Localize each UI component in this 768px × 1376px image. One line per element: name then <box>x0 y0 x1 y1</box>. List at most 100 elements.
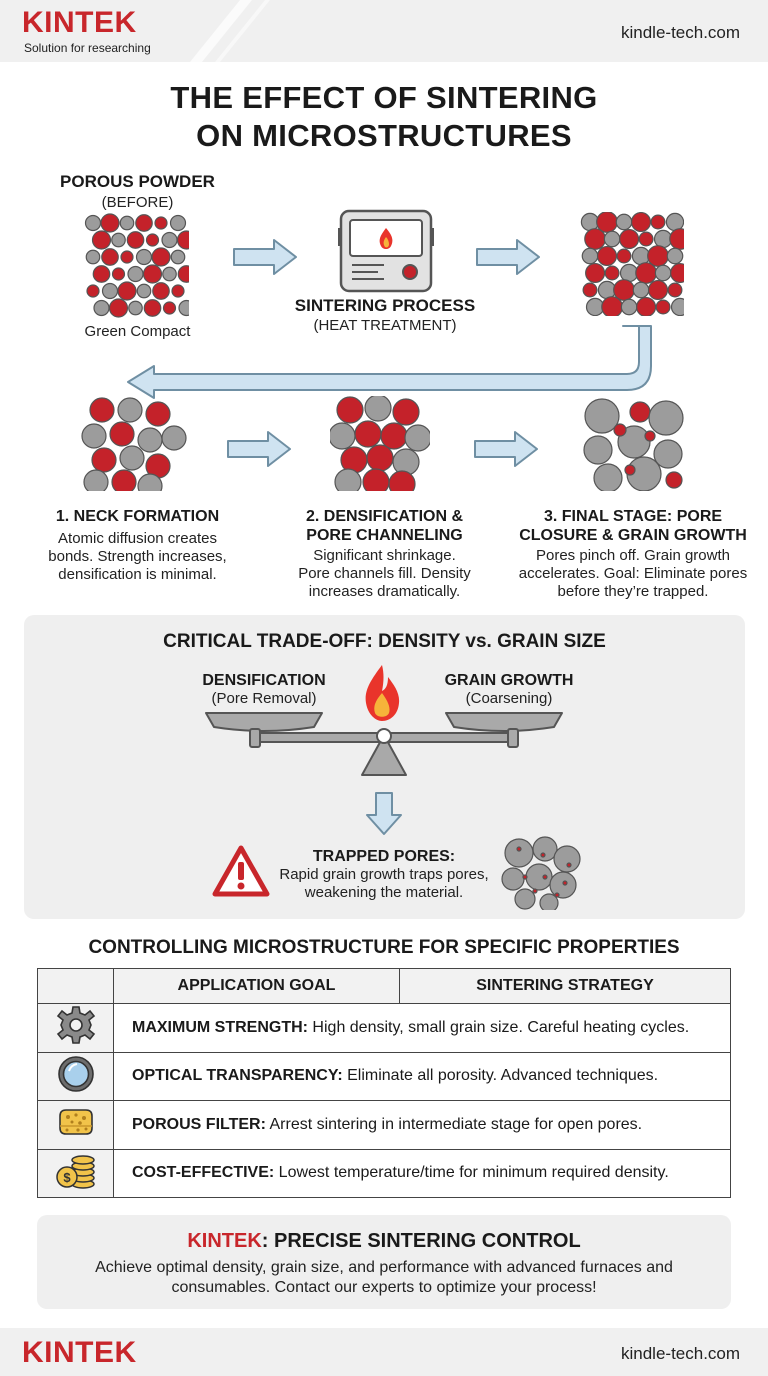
particle <box>145 401 171 427</box>
stage2-desc-line2: Pore channels fill. Density <box>298 565 471 582</box>
sintering-process-title: SINTERING PROCESS <box>294 296 476 315</box>
table-icon-cell <box>37 1051 114 1101</box>
densification-label: DENSIFICATION <box>202 672 326 689</box>
particle <box>601 296 624 316</box>
stage2-desc-line3: increases dramatically. <box>308 583 461 600</box>
header-site-link[interactable]: kindle-tech.com <box>621 23 741 42</box>
trapped-pore <box>540 852 546 858</box>
table-row-text: COST-EFFECTIVE: Lowest temperature/time … <box>113 1148 731 1198</box>
before-subtitle: (BEFORE) <box>101 194 174 211</box>
particle <box>584 228 607 250</box>
trapped-pore <box>562 880 568 886</box>
footer-kintek-logo[interactable]: KINTEK <box>22 1336 137 1369</box>
particle <box>330 422 356 450</box>
particle <box>143 299 162 317</box>
grain <box>525 863 553 891</box>
grain <box>532 836 558 862</box>
row-label: POROUS FILTER: <box>132 1115 266 1133</box>
particle <box>162 301 177 315</box>
particle <box>136 283 152 299</box>
particle <box>135 214 153 232</box>
footer-site-link[interactable]: kindle-tech.com <box>621 1344 741 1363</box>
particle <box>84 214 102 232</box>
particle <box>670 297 684 316</box>
particle <box>620 298 638 316</box>
particle <box>128 300 143 316</box>
stage3-title-line1: 3. FINAL STAGE: PORE <box>543 508 723 525</box>
table-icon-cell <box>37 1003 114 1053</box>
particle <box>334 468 362 491</box>
table-header-row: APPLICATION GOAL SINTERING STRATEGY <box>37 968 731 1004</box>
particle <box>653 229 673 249</box>
particle <box>366 444 394 472</box>
particle <box>137 473 163 491</box>
particle <box>117 397 143 423</box>
particle <box>111 267 126 281</box>
stage2-desc-line1: Significant shrinkage. <box>313 547 456 564</box>
particle <box>92 265 111 283</box>
grain <box>583 435 613 465</box>
table-row: POROUS FILTER: Arrest sintering in inter… <box>37 1100 731 1150</box>
row-strategy: High density, small grain size. Careful … <box>307 1018 690 1036</box>
particle <box>177 265 189 283</box>
particle <box>619 228 640 250</box>
row-strategy: Lowest temperature/time for minimum requ… <box>274 1164 669 1182</box>
particle <box>152 282 170 300</box>
sintering-process-subtitle: (HEAT TREATMENT) <box>313 317 457 334</box>
particle <box>655 299 671 315</box>
particle <box>178 299 189 317</box>
kintek-logo[interactable]: KINTEK <box>22 6 137 39</box>
particle <box>362 468 390 491</box>
particle <box>101 248 119 266</box>
particle <box>635 262 658 284</box>
stage1-desc-line1: Atomic diffusion creates <box>58 530 217 547</box>
table-icon-cell: $ <box>37 1148 114 1198</box>
particle <box>604 265 620 281</box>
grain <box>584 398 620 434</box>
particle <box>91 447 117 473</box>
grain <box>504 838 534 868</box>
particle <box>632 281 650 299</box>
particle <box>336 396 364 424</box>
grain <box>665 471 683 489</box>
cta-panel: KINTEK: PRECISE SINTERING CONTROL Achiev… <box>37 1215 731 1309</box>
particle <box>404 424 430 452</box>
right-arrow-icon <box>474 431 538 467</box>
particle <box>585 297 605 316</box>
particle <box>597 280 617 300</box>
stage2-title-line1: 2. DENSIFICATION & <box>305 508 464 525</box>
stage1-title: 1. NECK FORMATION <box>55 508 220 525</box>
particle <box>665 212 684 232</box>
particle <box>161 231 178 249</box>
grain <box>624 464 636 476</box>
table-row-text: POROUS FILTER: Arrest sintering in inter… <box>113 1100 731 1150</box>
furnace-icon <box>338 209 434 293</box>
right-arrow-icon <box>476 239 540 275</box>
particle <box>135 248 153 266</box>
row-strategy: Eliminate all porosity. Advanced techniq… <box>342 1067 659 1085</box>
particle <box>650 214 666 230</box>
particle <box>83 469 109 491</box>
particle <box>111 469 137 491</box>
particle <box>119 215 135 231</box>
stage3-desc-line1: Pores pinch off. Grain growth <box>536 547 730 564</box>
stage1-desc-line3: densification is minimal. <box>58 566 217 583</box>
particle <box>145 233 160 247</box>
before-title: POROUS POWDER <box>60 172 215 191</box>
neck-formation-cluster <box>81 397 187 491</box>
particle <box>630 212 652 233</box>
table-icon-cell <box>37 1100 114 1150</box>
porous-powder-cluster <box>84 213 189 318</box>
stage1-desc-line2: bonds. Strength increases, <box>48 548 227 565</box>
grain <box>648 400 684 436</box>
coins-icon: $ <box>55 1155 95 1189</box>
particle <box>100 213 120 233</box>
particle <box>354 420 382 448</box>
footer-bar: KINTEK kindle-tech.com <box>0 1328 768 1376</box>
grain <box>553 845 581 873</box>
particle <box>91 230 112 250</box>
particle <box>616 248 632 264</box>
stage3-title-line2: CLOSURE & GRAIN GROWTH <box>519 527 747 544</box>
particle <box>582 282 598 298</box>
grain <box>593 463 623 491</box>
